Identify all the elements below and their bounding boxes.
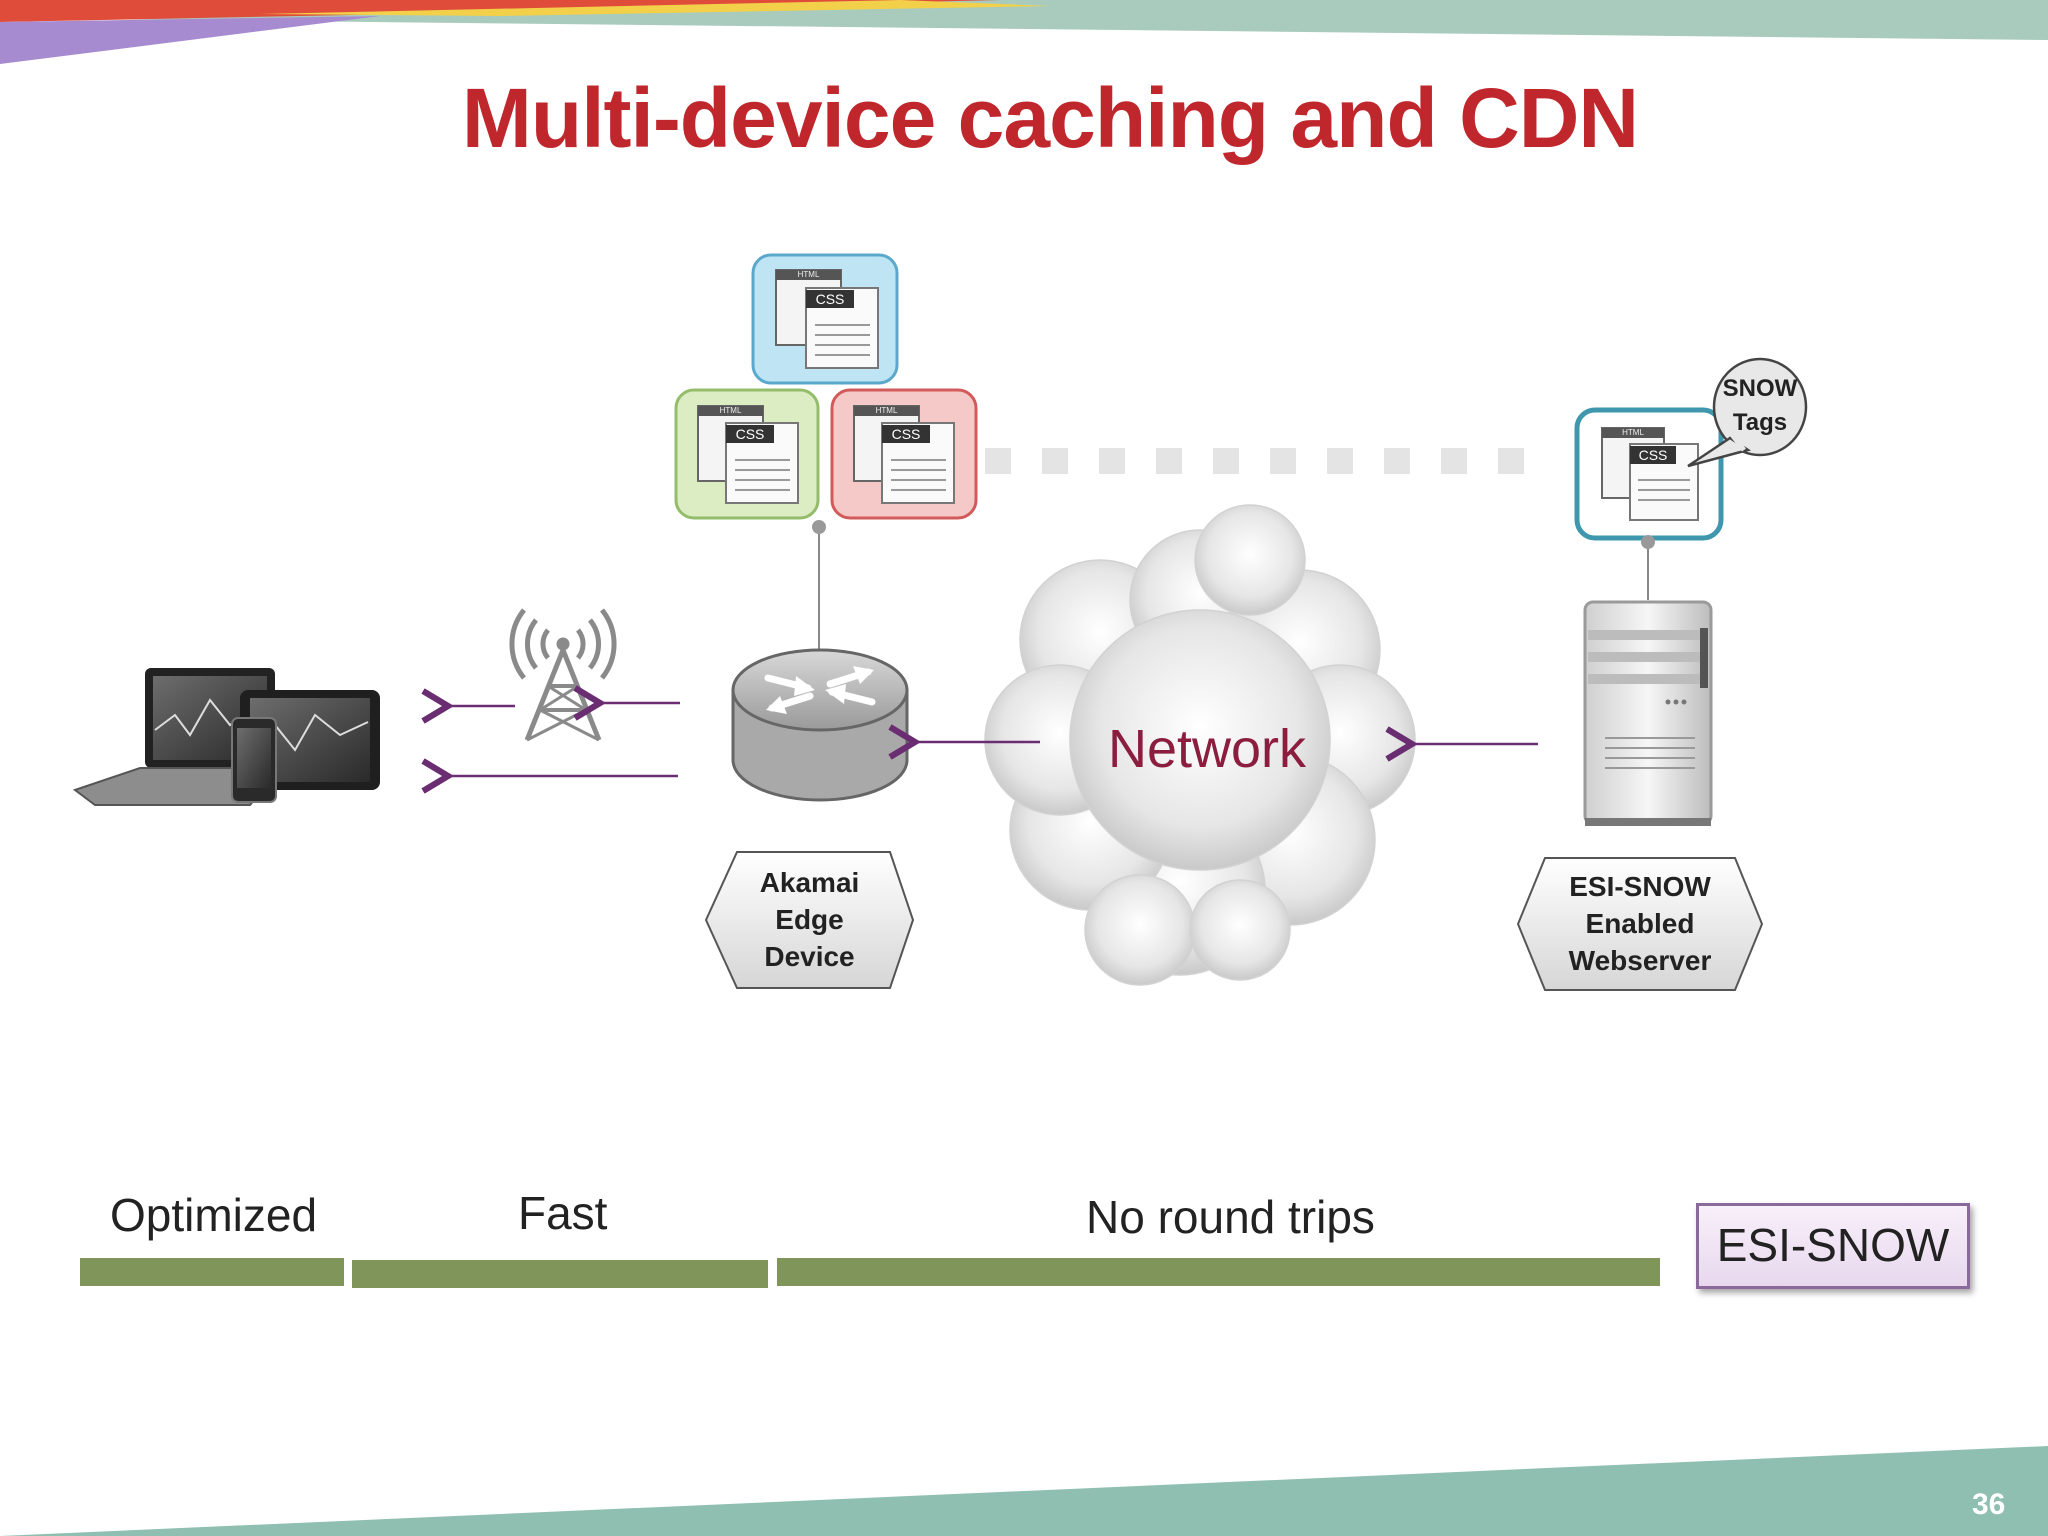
cached-page-red-icon xyxy=(830,388,978,520)
network-label: Network xyxy=(1108,719,1307,779)
bar-label-fast: Fast xyxy=(518,1187,608,1239)
html-tag-green: HTML xyxy=(719,406,742,415)
bar-label-optimized: Optimized xyxy=(110,1189,318,1241)
html-tag-server: HTML xyxy=(1622,428,1644,437)
edge-device-label-line3: Device xyxy=(764,941,855,972)
cached-page-blue-icon xyxy=(751,253,899,385)
top-decoration xyxy=(0,0,2048,64)
webserver-label-line3: Webserver xyxy=(1568,945,1712,976)
webserver-label: ESI-SNOW Enabled Webserver xyxy=(1518,868,1762,979)
edge-device-label-line1: Akamai xyxy=(759,867,860,898)
esi-snow-box: ESI-SNOW xyxy=(1696,1203,1970,1289)
bottom-decoration xyxy=(0,1446,2048,1536)
page-to-server-connector xyxy=(1641,535,1655,600)
cache-to-edge-connector xyxy=(812,520,826,650)
webserver-hexagon xyxy=(1516,857,1764,991)
bar-no-round-trips xyxy=(777,1258,1660,1286)
webserver-label-line2: Enabled xyxy=(1585,908,1695,939)
edge-device-label: Akamai Edge Device xyxy=(706,864,913,975)
snow-tags-line1: SNOW xyxy=(1722,375,1798,402)
server-page-icon xyxy=(1574,407,1724,541)
css-tag-red: CSS xyxy=(891,426,921,442)
webserver-icon xyxy=(1583,600,1713,826)
page-number: 36 xyxy=(1972,1488,2006,1521)
slide-title: Multi-device caching and CDN xyxy=(461,71,1639,165)
bar-optimized xyxy=(80,1258,344,1286)
webserver-label-line1: ESI-SNOW xyxy=(1569,871,1711,902)
snow-tags-text: SNOW Tags xyxy=(1714,372,1806,440)
html-tag-red: HTML xyxy=(875,406,898,415)
bar-label-no-round-trips: No round trips xyxy=(1086,1191,1375,1243)
edge-device-hexagon xyxy=(704,851,915,989)
css-tag-blue: CSS xyxy=(815,291,845,307)
cached-page-green-icon xyxy=(674,388,820,520)
cache-link-dotted-line xyxy=(985,448,1524,474)
edge-router-icon xyxy=(731,648,909,802)
client-devices-icon xyxy=(72,668,380,806)
html-tag-blue: HTML xyxy=(797,270,820,279)
cell-tower-icon xyxy=(509,608,617,742)
css-tag-server: CSS xyxy=(1638,447,1668,463)
css-tag-green: CSS xyxy=(735,426,765,442)
data-flow-arrows xyxy=(448,703,1538,776)
snow-tags-bubble xyxy=(1687,357,1808,468)
edge-device-label-line2: Edge xyxy=(775,904,844,935)
network-cloud-icon xyxy=(984,504,1416,986)
bar-fast xyxy=(352,1260,768,1288)
snow-tags-line2: Tags xyxy=(1732,409,1788,436)
